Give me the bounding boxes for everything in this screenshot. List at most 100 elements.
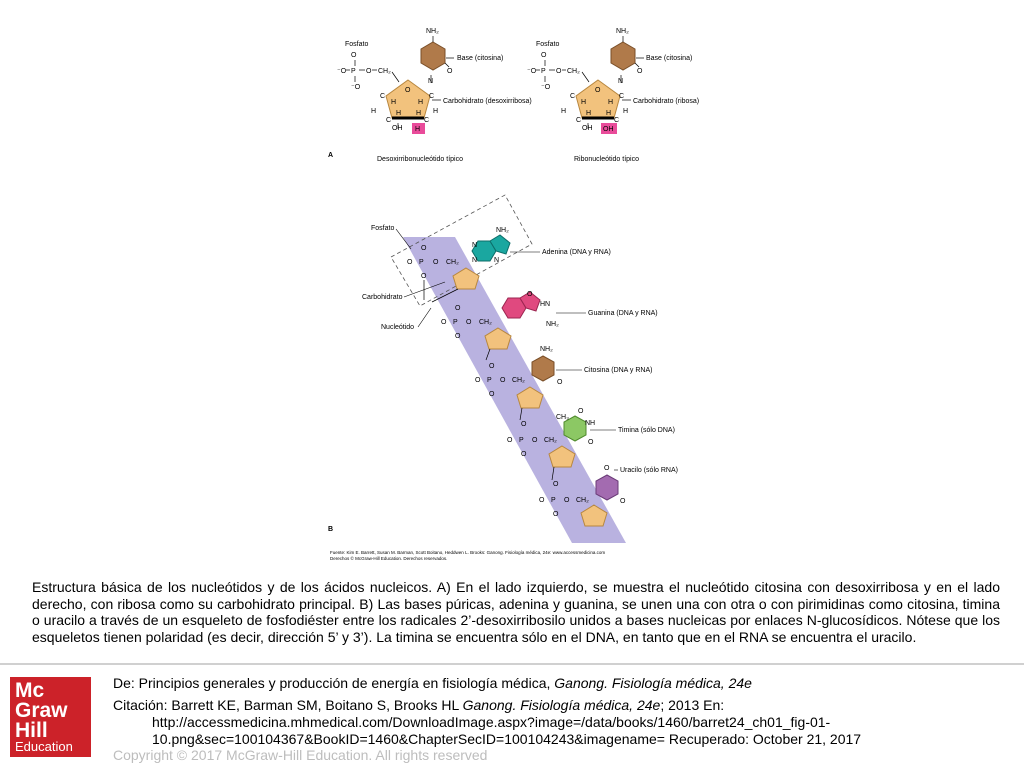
svg-text:H: H — [371, 108, 376, 115]
svg-text:O: O — [366, 68, 372, 75]
svg-text:O: O — [637, 68, 643, 75]
sugar-pentagon — [484, 327, 512, 350]
adenine-base: N N N NH₂ Adenina (DNA y RNA) — [471, 227, 611, 264]
svg-text:H: H — [586, 110, 591, 117]
uracil-label: Uracilo (sólo RNA) — [620, 467, 678, 474]
separator-line — [0, 663, 1024, 665]
figure-caption: Estructura básica de los nucleótidos y d… — [32, 579, 1000, 645]
svg-text:P: P — [487, 377, 492, 384]
svg-text:O: O — [595, 87, 601, 94]
uracil-base: O O Uracilo (sólo RNA) — [595, 465, 678, 505]
svg-text:O: O — [489, 391, 495, 398]
svg-text:C: C — [619, 93, 624, 100]
backbone-unit-1: O O P O CH₂ O — [407, 245, 480, 303]
ribo-title: Ribonucleótido típico — [574, 156, 639, 163]
svg-text:⁻O: ⁻O — [337, 68, 347, 75]
svg-text:O: O — [441, 319, 447, 326]
svg-text:H: H — [418, 99, 423, 106]
svg-text:O: O — [475, 377, 481, 384]
svg-text:NH₂: NH₂ — [540, 346, 553, 353]
svg-text:O: O — [620, 498, 626, 505]
ribonucleotide-structure: Fosfato O ⁻O P O CH₂ ⁻O O C C H H H H H … — [527, 28, 699, 134]
svg-text:⁻O: ⁻O — [351, 84, 361, 91]
citation-url[interactable]: http://accessmedicina.mhmedical.com/Down… — [152, 714, 862, 747]
svg-text:O: O — [455, 333, 461, 340]
svg-text:NH₂: NH₂ — [546, 321, 559, 328]
sugar-pentagon — [580, 504, 608, 527]
phosphate-label: Fosfato — [371, 225, 394, 232]
svg-text:P: P — [519, 437, 524, 444]
svg-text:O: O — [588, 439, 594, 446]
svg-text:H: H — [391, 99, 396, 106]
svg-text:P: P — [453, 319, 458, 326]
svg-text:O: O — [578, 408, 584, 415]
backbone-unit-3: O O P O CH₂ O — [475, 363, 544, 421]
oh-highlight-box — [601, 123, 617, 134]
adenine-label: Adenina (DNA y RNA) — [542, 249, 611, 256]
phosphate-label: Fosfato — [536, 41, 559, 48]
svg-text:O: O — [500, 377, 506, 384]
svg-text:O: O — [433, 259, 439, 266]
svg-text:N: N — [494, 257, 499, 264]
svg-text:O: O — [489, 363, 495, 370]
svg-text:O: O — [421, 273, 427, 280]
cytosine-base — [420, 41, 446, 71]
svg-text:O: O — [405, 87, 411, 94]
svg-text:HN: HN — [540, 301, 550, 308]
source-line: De: Principios generales y producción de… — [113, 675, 752, 691]
svg-text:C: C — [429, 93, 434, 100]
sugar-phosphate-backbone-band — [403, 237, 626, 543]
cytosine-label: Citosina (DNA y RNA) — [584, 367, 652, 374]
sugar-label: Carbohidrato (desoxirribosa) — [443, 98, 532, 105]
svg-text:P: P — [541, 68, 546, 75]
oh-highlight-label: OH — [603, 126, 614, 133]
svg-text:O: O — [564, 497, 570, 504]
base-label: Base (citosina) — [457, 55, 503, 62]
sugar-pentagon — [516, 386, 544, 409]
svg-text:O: O — [455, 305, 461, 312]
svg-text:CH₂: CH₂ — [378, 68, 391, 75]
svg-text:H: H — [623, 108, 628, 115]
deoxyribonucleotide-structure: Fosfato O ⁻O P O CH₂ ⁻O O C C H H H H H … — [337, 28, 532, 134]
citation-block: Citación: Barrett KE, Barman SM, Boitano… — [113, 697, 913, 748]
thymine-base: CH₃ NH O O Timina (sólo DNA) — [556, 408, 675, 446]
svg-text:H: H — [416, 110, 421, 117]
svg-text:CH₃: CH₃ — [556, 414, 569, 421]
svg-text:NH₂: NH₂ — [426, 28, 439, 35]
svg-text:O: O — [553, 511, 559, 518]
svg-text:O: O — [604, 465, 610, 472]
sugar-pentagon — [452, 267, 480, 290]
nucleic-bases: N N N NH₂ Adenina (DNA y RNA) HN NH₂ O G… — [471, 227, 678, 505]
thymine-label: Timina (sólo DNA) — [618, 427, 675, 434]
svg-text:NH₂: NH₂ — [496, 227, 509, 234]
svg-text:P: P — [351, 68, 356, 75]
nucleotide-dashed-box — [390, 194, 533, 307]
oh-3prime: OH — [392, 125, 403, 132]
svg-text:CH₂: CH₂ — [446, 259, 459, 266]
svg-text:CH₂: CH₂ — [567, 68, 580, 75]
svg-text:O: O — [556, 68, 562, 75]
nucleotide-figure: Fosfato O ⁻O P O CH₂ ⁻O O C C H H H H H … — [328, 28, 699, 561]
deoxy-title: Desoxirribonucleótido típico — [377, 156, 463, 163]
panel-b-label: B — [328, 526, 333, 533]
mcgraw-hill-logo: Mc Graw Hill Education — [10, 677, 91, 757]
svg-text:N: N — [472, 257, 477, 264]
svg-text:H: H — [396, 110, 401, 117]
svg-text:O: O — [421, 245, 427, 252]
svg-text:O: O — [521, 451, 527, 458]
svg-text:C: C — [570, 93, 575, 100]
h-highlight-box — [412, 123, 425, 134]
svg-text:H: H — [608, 99, 613, 106]
oh-3prime: OH — [582, 125, 593, 132]
svg-text:NH: NH — [585, 420, 595, 427]
sugar-label: Carbohidrato (ribosa) — [633, 98, 699, 105]
svg-text:H: H — [606, 110, 611, 117]
svg-text:C: C — [614, 117, 619, 124]
svg-text:O: O — [351, 52, 357, 59]
svg-text:H: H — [561, 108, 566, 115]
svg-text:O: O — [541, 52, 547, 59]
cytosine-base-b: NH₂ O Citosina (DNA y RNA) — [531, 346, 652, 386]
svg-text:C: C — [386, 117, 391, 124]
panel-a-label: A — [328, 152, 333, 159]
backbone-unit-2: O O P O CH₂ O — [441, 305, 512, 361]
